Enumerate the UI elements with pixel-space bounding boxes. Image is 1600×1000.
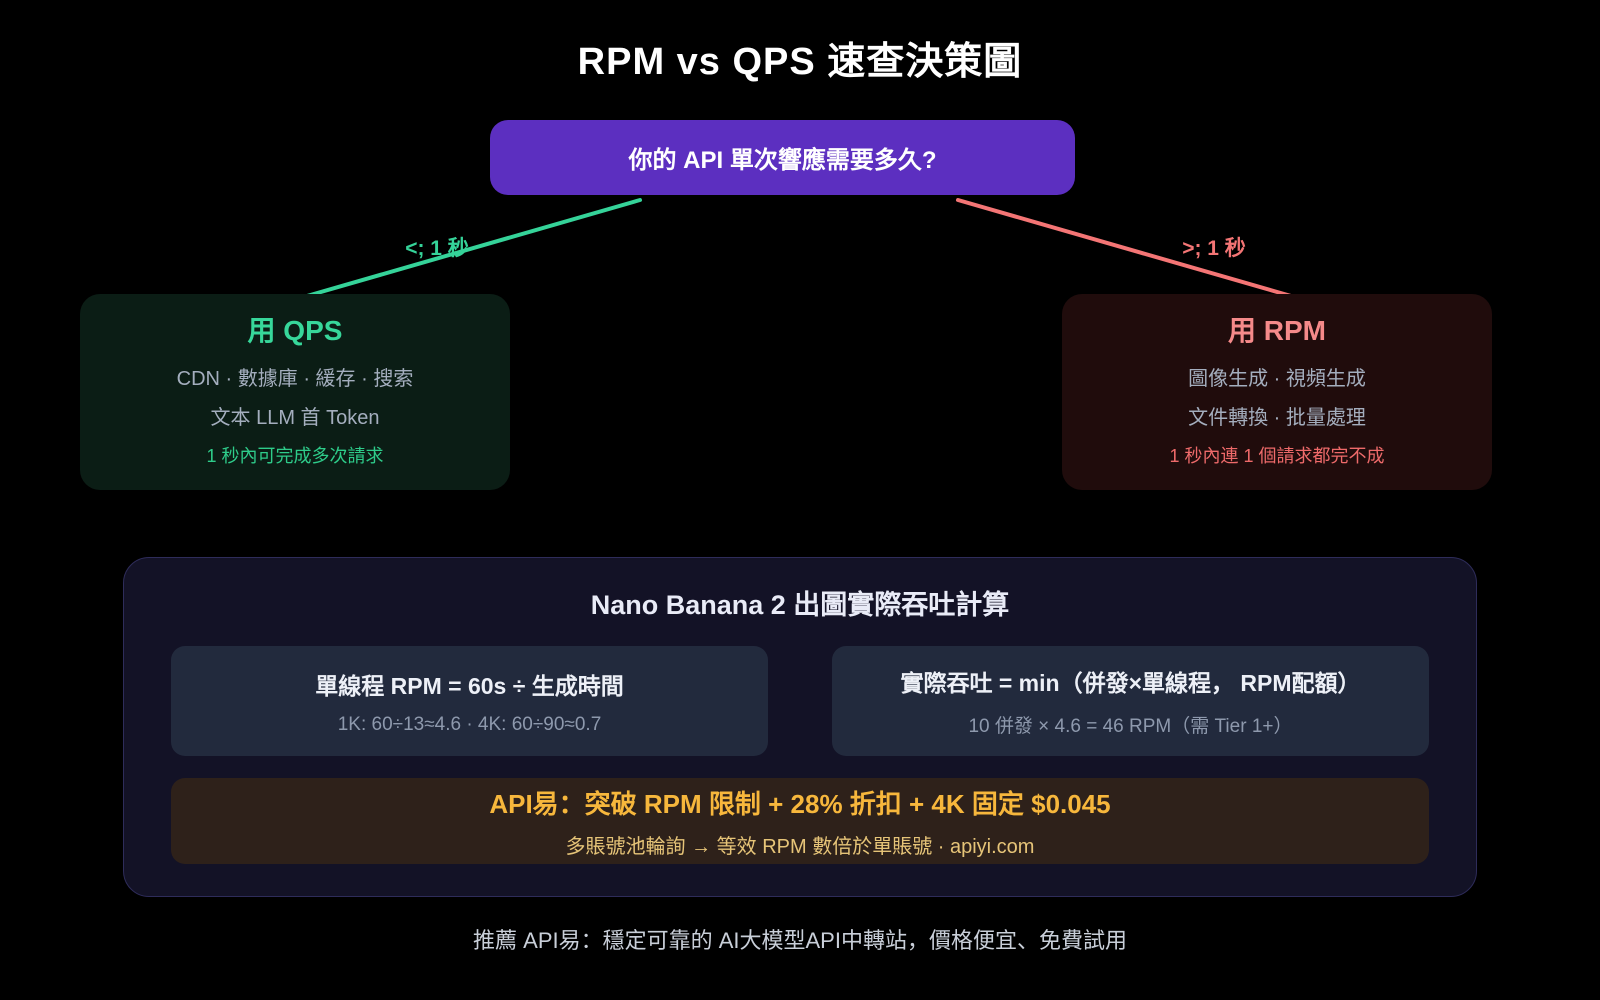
page-title: RPM vs QPS 速查決策圖 [577, 41, 1023, 83]
throughput-panel: Nano Banana 2 出圖實際吞吐計算 單線程 RPM = 60s ÷ 生… [123, 557, 1477, 897]
promo-subline: 多賬號池輪詢 → 等效 RPM 數倍於單賬號 · apiyi.com [565, 835, 1035, 858]
qps-use-cases-2: 文本 LLM 首 Token [210, 407, 380, 429]
rpm-use-cases-1: 圖像生成 · 視頻生成 [1188, 368, 1366, 390]
formula-text: 實際吞吐 = min（併發×單線程， RPM配額） [900, 670, 1361, 696]
qps-node: 用 QPS CDN · 數據庫 · 緩存 · 搜索 文本 LLM 首 Token… [80, 294, 510, 490]
throughput-panel-title: Nano Banana 2 出圖實際吞吐計算 [590, 590, 1010, 620]
promo-banner: API易：突破 RPM 限制 + 28% 折扣 + 4K 固定 $0.045 多… [171, 778, 1429, 864]
formula-card-single-thread: 單線程 RPM = 60s ÷ 生成時間 1K: 60÷13≈4.6 · 4K:… [171, 646, 768, 756]
qps-branch-line [298, 198, 642, 300]
formula-text: 單線程 RPM = 60s ÷ 生成時間 [315, 672, 624, 699]
qps-use-cases-1: CDN · 數據庫 · 緩存 · 搜索 [176, 368, 414, 390]
example-text: 1K: 60÷13≈4.6 · 4K: 60÷90≈0.7 [337, 713, 602, 735]
example-text: 10 併發 × 4.6 = 46 RPM（需 Tier 1+） [968, 716, 1293, 737]
rpm-node-title: 用 RPM [1227, 315, 1326, 346]
rpm-note: 1 秒內連 1 個請求都完不成 [1169, 446, 1385, 466]
rpm-node: 用 RPM 圖像生成 · 視頻生成 文件轉換 · 批量處理 1 秒內連 1 個請… [1062, 294, 1492, 490]
decision-root-node: 你的 API 單次響應需要多久? [490, 120, 1075, 195]
qps-branch-label: <; 1 秒 [405, 237, 469, 260]
qps-note: 1 秒內可完成多次請求 [206, 446, 384, 466]
rpm-use-cases-2: 文件轉換 · 批量處理 [1188, 407, 1366, 429]
footer-note: 推薦 API易：穩定可靠的 AI大模型API中轉站，價格便宜、免費試用 [473, 928, 1127, 953]
promo-headline: API易：突破 RPM 限制 + 28% 折扣 + 4K 固定 $0.045 [489, 788, 1111, 819]
decision-root-question: 你的 API 單次響應需要多久? [628, 147, 937, 174]
rpm-branch-line [956, 198, 1300, 300]
formula-card-actual-throughput: 實際吞吐 = min（併發×單線程， RPM配額） 10 併發 × 4.6 = … [832, 646, 1429, 756]
rpm-branch-label: >; 1 秒 [1182, 237, 1246, 260]
qps-node-title: 用 QPS [247, 315, 343, 346]
formula-card-row: 單線程 RPM = 60s ÷ 生成時間 1K: 60÷13≈4.6 · 4K:… [171, 646, 1429, 756]
